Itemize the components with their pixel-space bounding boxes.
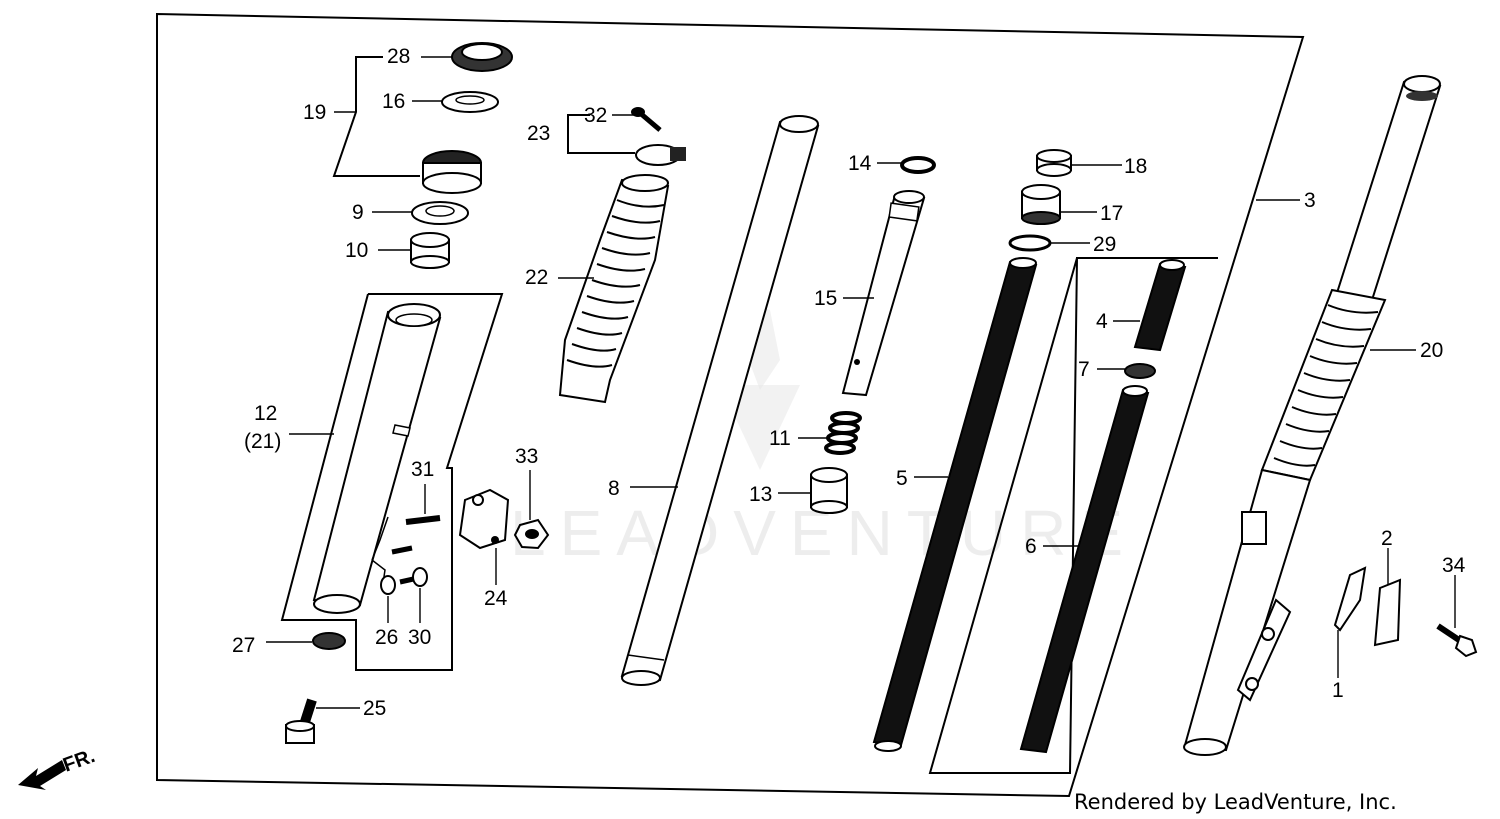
part-24-axle-holder — [458, 488, 510, 550]
front-arrow-icon — [18, 760, 66, 790]
callout-32: 32 — [584, 104, 607, 127]
render-credit: Rendered by LeadVenture, Inc. — [1074, 790, 1397, 814]
callout-8: 8 — [608, 477, 620, 500]
leader-lines — [266, 56, 1456, 709]
part-33-nut — [513, 518, 550, 550]
callout-13: 13 — [749, 483, 772, 506]
callout-33: 33 — [515, 445, 538, 468]
part-27-washer — [312, 632, 346, 650]
callout-20: 20 — [1420, 339, 1443, 362]
callout-6: 6 — [1025, 535, 1037, 558]
callout-5: 5 — [896, 467, 908, 490]
part-17-fork-bolt — [1021, 184, 1061, 225]
callout-23: 23 — [527, 122, 550, 145]
callout-10: 10 — [345, 239, 368, 262]
callout-1: 1 — [1332, 679, 1344, 702]
part-15-damper-rod — [841, 190, 926, 397]
part-19-bearing — [422, 150, 482, 194]
part-8-inner-tube — [620, 115, 820, 686]
part-11-rebound-spring — [824, 411, 862, 455]
callout-21: (21) — [244, 430, 281, 453]
front-direction-indicator: FR. — [18, 745, 98, 790]
frame-19-group — [332, 56, 420, 177]
frame-23-group — [567, 114, 635, 154]
callout-16: 16 — [382, 90, 405, 113]
callout-31: 31 — [411, 458, 434, 481]
part-7-spacer-seat — [1124, 363, 1156, 379]
callout-11: 11 — [769, 427, 791, 450]
part-34-bolt — [1436, 623, 1478, 658]
part-25-socket-bolt — [285, 698, 317, 744]
callout-22: 22 — [525, 266, 548, 289]
callout-labels: 28 19 16 9 10 32 23 22 12 (21) 31 33 24 … — [232, 45, 1466, 720]
part-22-fork-boot — [558, 174, 670, 404]
callout-28: 28 — [387, 45, 410, 68]
callout-7: 7 — [1078, 358, 1090, 381]
callout-2: 2 — [1381, 527, 1393, 550]
callout-3: 3 — [1304, 189, 1316, 212]
callout-25: 25 — [363, 697, 386, 720]
part-28-oil-seal — [451, 42, 513, 72]
callout-17: 17 — [1100, 202, 1123, 225]
part-6-spring — [1019, 385, 1150, 754]
callout-24: 24 — [484, 587, 508, 610]
part-14-snap-ring — [900, 156, 936, 174]
callout-14: 14 — [848, 152, 872, 175]
part-10-bushing — [410, 232, 450, 269]
part-9-washer — [411, 201, 469, 225]
part-16-washer — [441, 91, 499, 113]
part-23-clamp — [635, 144, 686, 166]
front-label: FR. — [60, 745, 98, 777]
callout-4: 4 — [1096, 310, 1108, 333]
part-2-guide — [1373, 578, 1402, 647]
part-29-o-ring — [1008, 234, 1052, 252]
callout-9: 9 — [352, 201, 364, 224]
part-5-fork-spring — [872, 257, 1038, 752]
callout-26: 26 — [375, 626, 398, 649]
callout-19: 19 — [303, 101, 326, 124]
part-18-fork-cap — [1036, 149, 1072, 177]
callout-15: 15 — [814, 287, 837, 310]
callout-29: 29 — [1093, 233, 1116, 256]
frame-left-tube — [280, 293, 504, 671]
part-32-screw — [631, 107, 662, 132]
callout-18: 18 — [1124, 155, 1147, 178]
part-1-bracket — [1333, 566, 1367, 632]
callout-30: 30 — [408, 626, 431, 649]
main-frame — [156, 12, 1305, 798]
frame-springs — [928, 257, 1218, 774]
part-3-fork-assembly — [1183, 75, 1442, 756]
part-4-spring — [1133, 259, 1187, 352]
callout-12: 12 — [254, 402, 277, 425]
part-26-30-washer-bolt — [380, 567, 428, 595]
part-12-outer-tube — [312, 303, 442, 614]
callout-34: 34 — [1442, 554, 1466, 577]
part-31-stud — [391, 515, 441, 555]
part-13-oil-lock-piece — [810, 467, 848, 514]
callout-27: 27 — [232, 634, 255, 657]
